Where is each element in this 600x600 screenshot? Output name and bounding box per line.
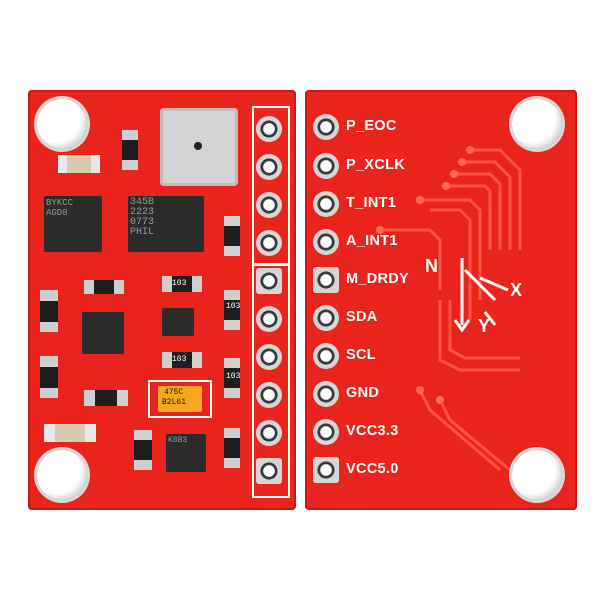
header-outline-bottom [252, 264, 290, 498]
back-pin-7 [313, 343, 339, 369]
tantalum-capacitor: 475C B2L61 [148, 380, 212, 418]
pin-label-p-xclk: P_XCLK [346, 157, 406, 173]
pin-label-a-int1: A_INT1 [346, 233, 398, 249]
magnetometer-chip: BYKCC AGD8 [44, 196, 102, 252]
pin-label-vcc50: VCC5.0 [346, 461, 399, 477]
resistor-2 [84, 280, 124, 294]
back-pin-10 [313, 457, 339, 483]
mounting-hole-back-top-right [512, 99, 562, 149]
resistor-8 [224, 428, 240, 468]
resistor-103-d-label: 103 [226, 372, 241, 381]
tantalum-label-top: 475C [164, 388, 184, 397]
capacitor-1 [58, 155, 100, 173]
pressure-sensor [160, 108, 238, 186]
axis-label-x: X [510, 280, 523, 300]
front-pin-10 [256, 458, 282, 484]
front-pin-4 [256, 230, 282, 256]
back-pin-3 [313, 191, 339, 217]
pin-label-p-eoc: P_EOC [346, 118, 397, 134]
resistor-3 [40, 290, 58, 332]
resistor-103-b-label: 103 [172, 355, 187, 364]
resistor-6 [224, 290, 240, 330]
back-pin-2 [313, 153, 339, 179]
resistor-103-a-label: 103 [172, 279, 187, 288]
axis-label-y: Y [478, 316, 491, 336]
axis-label-n: N [425, 256, 439, 276]
pin-label-vcc33: VCC3.3 [346, 423, 399, 439]
back-pin-4 [313, 229, 339, 255]
front-pin-2 [256, 154, 282, 180]
resistor-5 [224, 216, 240, 256]
pin-label-sda: SDA [346, 309, 378, 325]
small-ic [162, 308, 194, 336]
tantalum-label-bottom: B2L61 [162, 398, 187, 407]
back-pin-9 [313, 419, 339, 445]
front-pin-8 [256, 382, 282, 408]
capacitor-2 [44, 424, 96, 442]
front-pin-7 [256, 344, 282, 370]
regulator-chip: K8B3 [166, 434, 206, 472]
resistor-9 [84, 390, 128, 406]
axis-arrows [453, 258, 509, 333]
back-pin-6 [313, 305, 339, 331]
resistor-103-b [162, 352, 202, 368]
mounting-hole-front-bottom-left [37, 450, 87, 500]
front-pin-3 [256, 192, 282, 218]
front-pin-1 [256, 116, 282, 142]
mounting-hole-front-top-left [37, 99, 87, 149]
back-pin-5 [313, 267, 339, 293]
resistor-103-a [162, 276, 202, 292]
resistor-4 [40, 356, 58, 398]
back-pin-1 [313, 114, 339, 140]
gyro-chip: 345B 2223 0773 PHIL [128, 196, 204, 252]
resistor-10 [134, 430, 152, 470]
resistor-1 [122, 130, 138, 170]
front-pin-5 [256, 268, 282, 294]
accelerometer-chip [82, 312, 124, 354]
pin-label-t-int1: T_INT1 [346, 195, 397, 211]
mounting-hole-back-bottom-right [512, 450, 562, 500]
resistor-103-c-label: 103 [226, 302, 241, 311]
pin-label-gnd: GND [346, 385, 380, 401]
front-pin-6 [256, 306, 282, 332]
pin-label-scl: SCL [346, 347, 376, 363]
pin-label-m-drdy: M_DRDY [346, 271, 410, 287]
resistor-7 [224, 358, 240, 398]
front-pin-9 [256, 420, 282, 446]
back-pin-8 [313, 381, 339, 407]
